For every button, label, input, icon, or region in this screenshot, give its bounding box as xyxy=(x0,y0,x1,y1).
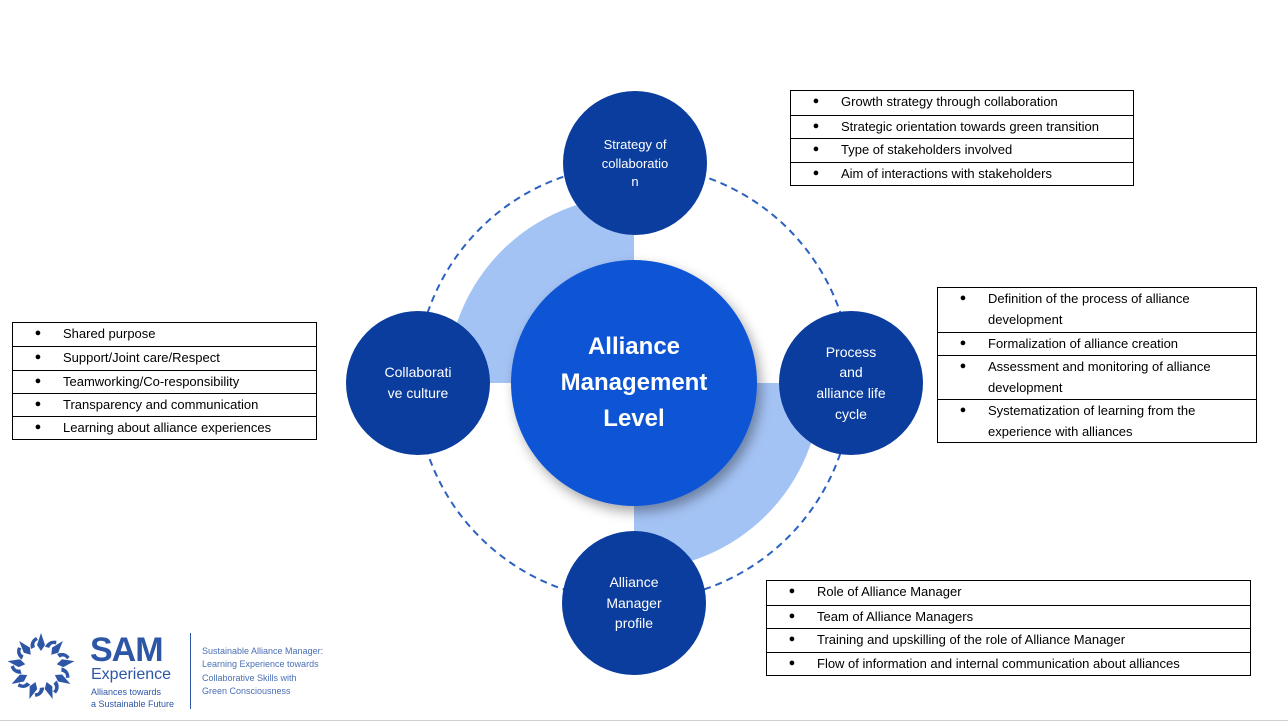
list-item-text: Flow of information and internal communi… xyxy=(817,655,1180,671)
list-item: ● Transparency and communication xyxy=(13,392,316,416)
list-item-text: Systematization of learning from the exp… xyxy=(988,403,1196,439)
node-bottom-circle xyxy=(562,531,706,675)
list-item-text: Team of Alliance Managers xyxy=(817,608,974,624)
list-item: ● Teamworking/Co-responsibility xyxy=(13,369,316,393)
logo-experience-text: Experience xyxy=(91,666,172,683)
list-item: ● Formalization of alliance creation xyxy=(938,332,1256,355)
bullet-icon: ● xyxy=(34,327,42,339)
list-item: ● Learning about alliance experiences xyxy=(13,416,316,439)
list-item: ● Assessment and monitoring of alliance … xyxy=(938,355,1256,399)
list-item: ● Flow of information and internal commu… xyxy=(767,651,1250,676)
logo-tagline: Alliances towards a Sustainable Future xyxy=(91,687,175,709)
list-item-text: Training and upskilling of the role of A… xyxy=(817,632,1126,647)
list-item: ● Shared purpose xyxy=(13,323,316,346)
list-item-text: Growth strategy through collaboration xyxy=(841,94,1058,109)
node-right-circle xyxy=(779,311,923,455)
list-item-text: Teamworking/Co-responsibility xyxy=(63,373,240,389)
list-item: ● Role of Alliance Manager xyxy=(767,581,1250,605)
manager-list-box: ● Role of Alliance Manager ● Team of All… xyxy=(766,580,1251,676)
bullet-icon: ● xyxy=(959,360,967,372)
list-item: ● Aim of interactions with stakeholders xyxy=(791,161,1133,186)
logo-description: Sustainable Alliance Manager: Learning E… xyxy=(202,646,324,696)
center-circle xyxy=(511,260,757,506)
bullet-icon: ● xyxy=(34,374,42,387)
bullet-icon: ● xyxy=(34,421,42,434)
node-right-label: Process and alliance life cycle xyxy=(816,343,886,422)
list-item-text: Shared purpose xyxy=(63,326,156,341)
list-item: ● Strategic orientation towards green tr… xyxy=(791,114,1133,139)
node-top-circle xyxy=(563,91,707,235)
list-item-text: Definition of the process of alliance de… xyxy=(988,291,1190,327)
bullet-icon: ● xyxy=(812,119,820,132)
list-item-text: Role of Alliance Manager xyxy=(817,584,962,599)
star-ring-logo-icon xyxy=(7,633,75,699)
list-item-text: Formalization of alliance creation xyxy=(988,336,1179,351)
bullet-icon: ● xyxy=(812,143,820,155)
bullet-icon: ● xyxy=(959,292,967,304)
list-item-text: Transparency and communication xyxy=(63,396,259,412)
bottom-divider xyxy=(0,720,1288,721)
bullet-icon: ● xyxy=(34,351,42,364)
list-item-text: Assessment and monitoring of alliance de… xyxy=(988,359,1211,395)
bullet-icon: ● xyxy=(812,166,820,179)
list-item-text: Learning about alliance experiences xyxy=(63,420,272,436)
list-item: ● Type of stakeholders involved xyxy=(791,138,1133,162)
logo-sam-text: SAM xyxy=(90,631,164,669)
culture-list-box: ● Shared purpose ● Support/Joint care/Re… xyxy=(12,322,317,441)
bullet-icon: ● xyxy=(788,633,796,645)
node-bottom-label: Alliance Manager profile xyxy=(606,573,662,632)
bullet-icon: ● xyxy=(959,337,967,349)
node-left-label: Collaborati ve culture xyxy=(384,364,452,401)
node-top-label: Strategy of collaboratio n xyxy=(601,137,669,190)
logo-divider xyxy=(190,633,191,709)
list-item-text: Aim of interactions with stakeholders xyxy=(841,165,1052,181)
strategy-list-box: ● Growth strategy through collaboration … xyxy=(790,90,1134,186)
list-item-text: Support/Joint care/Respect xyxy=(63,350,220,366)
list-item-text: Type of stakeholders involved xyxy=(841,142,1013,157)
bullet-icon: ● xyxy=(812,95,820,107)
bullet-icon: ● xyxy=(34,397,42,410)
bullet-icon: ● xyxy=(788,585,796,597)
list-item: ● Training and upskilling of the role of… xyxy=(767,628,1250,652)
list-item: ● Growth strategy through collaboration xyxy=(791,91,1133,115)
list-item-text: Strategic orientation towards green tran… xyxy=(841,118,1099,134)
bullet-icon: ● xyxy=(959,404,967,416)
list-item: ● Support/Joint care/Respect xyxy=(13,346,316,369)
list-item: ● Definition of the process of alliance … xyxy=(938,288,1256,332)
list-item: ● Systematization of learning from the e… xyxy=(938,399,1256,442)
process-list-box: ● Definition of the process of alliance … xyxy=(937,287,1257,443)
list-item: ● Team of Alliance Managers xyxy=(767,604,1250,629)
node-left-circle xyxy=(346,311,490,455)
center-title: Alliance Management Level xyxy=(560,333,708,432)
bullet-icon: ● xyxy=(788,609,796,622)
bullet-icon: ● xyxy=(788,656,796,669)
